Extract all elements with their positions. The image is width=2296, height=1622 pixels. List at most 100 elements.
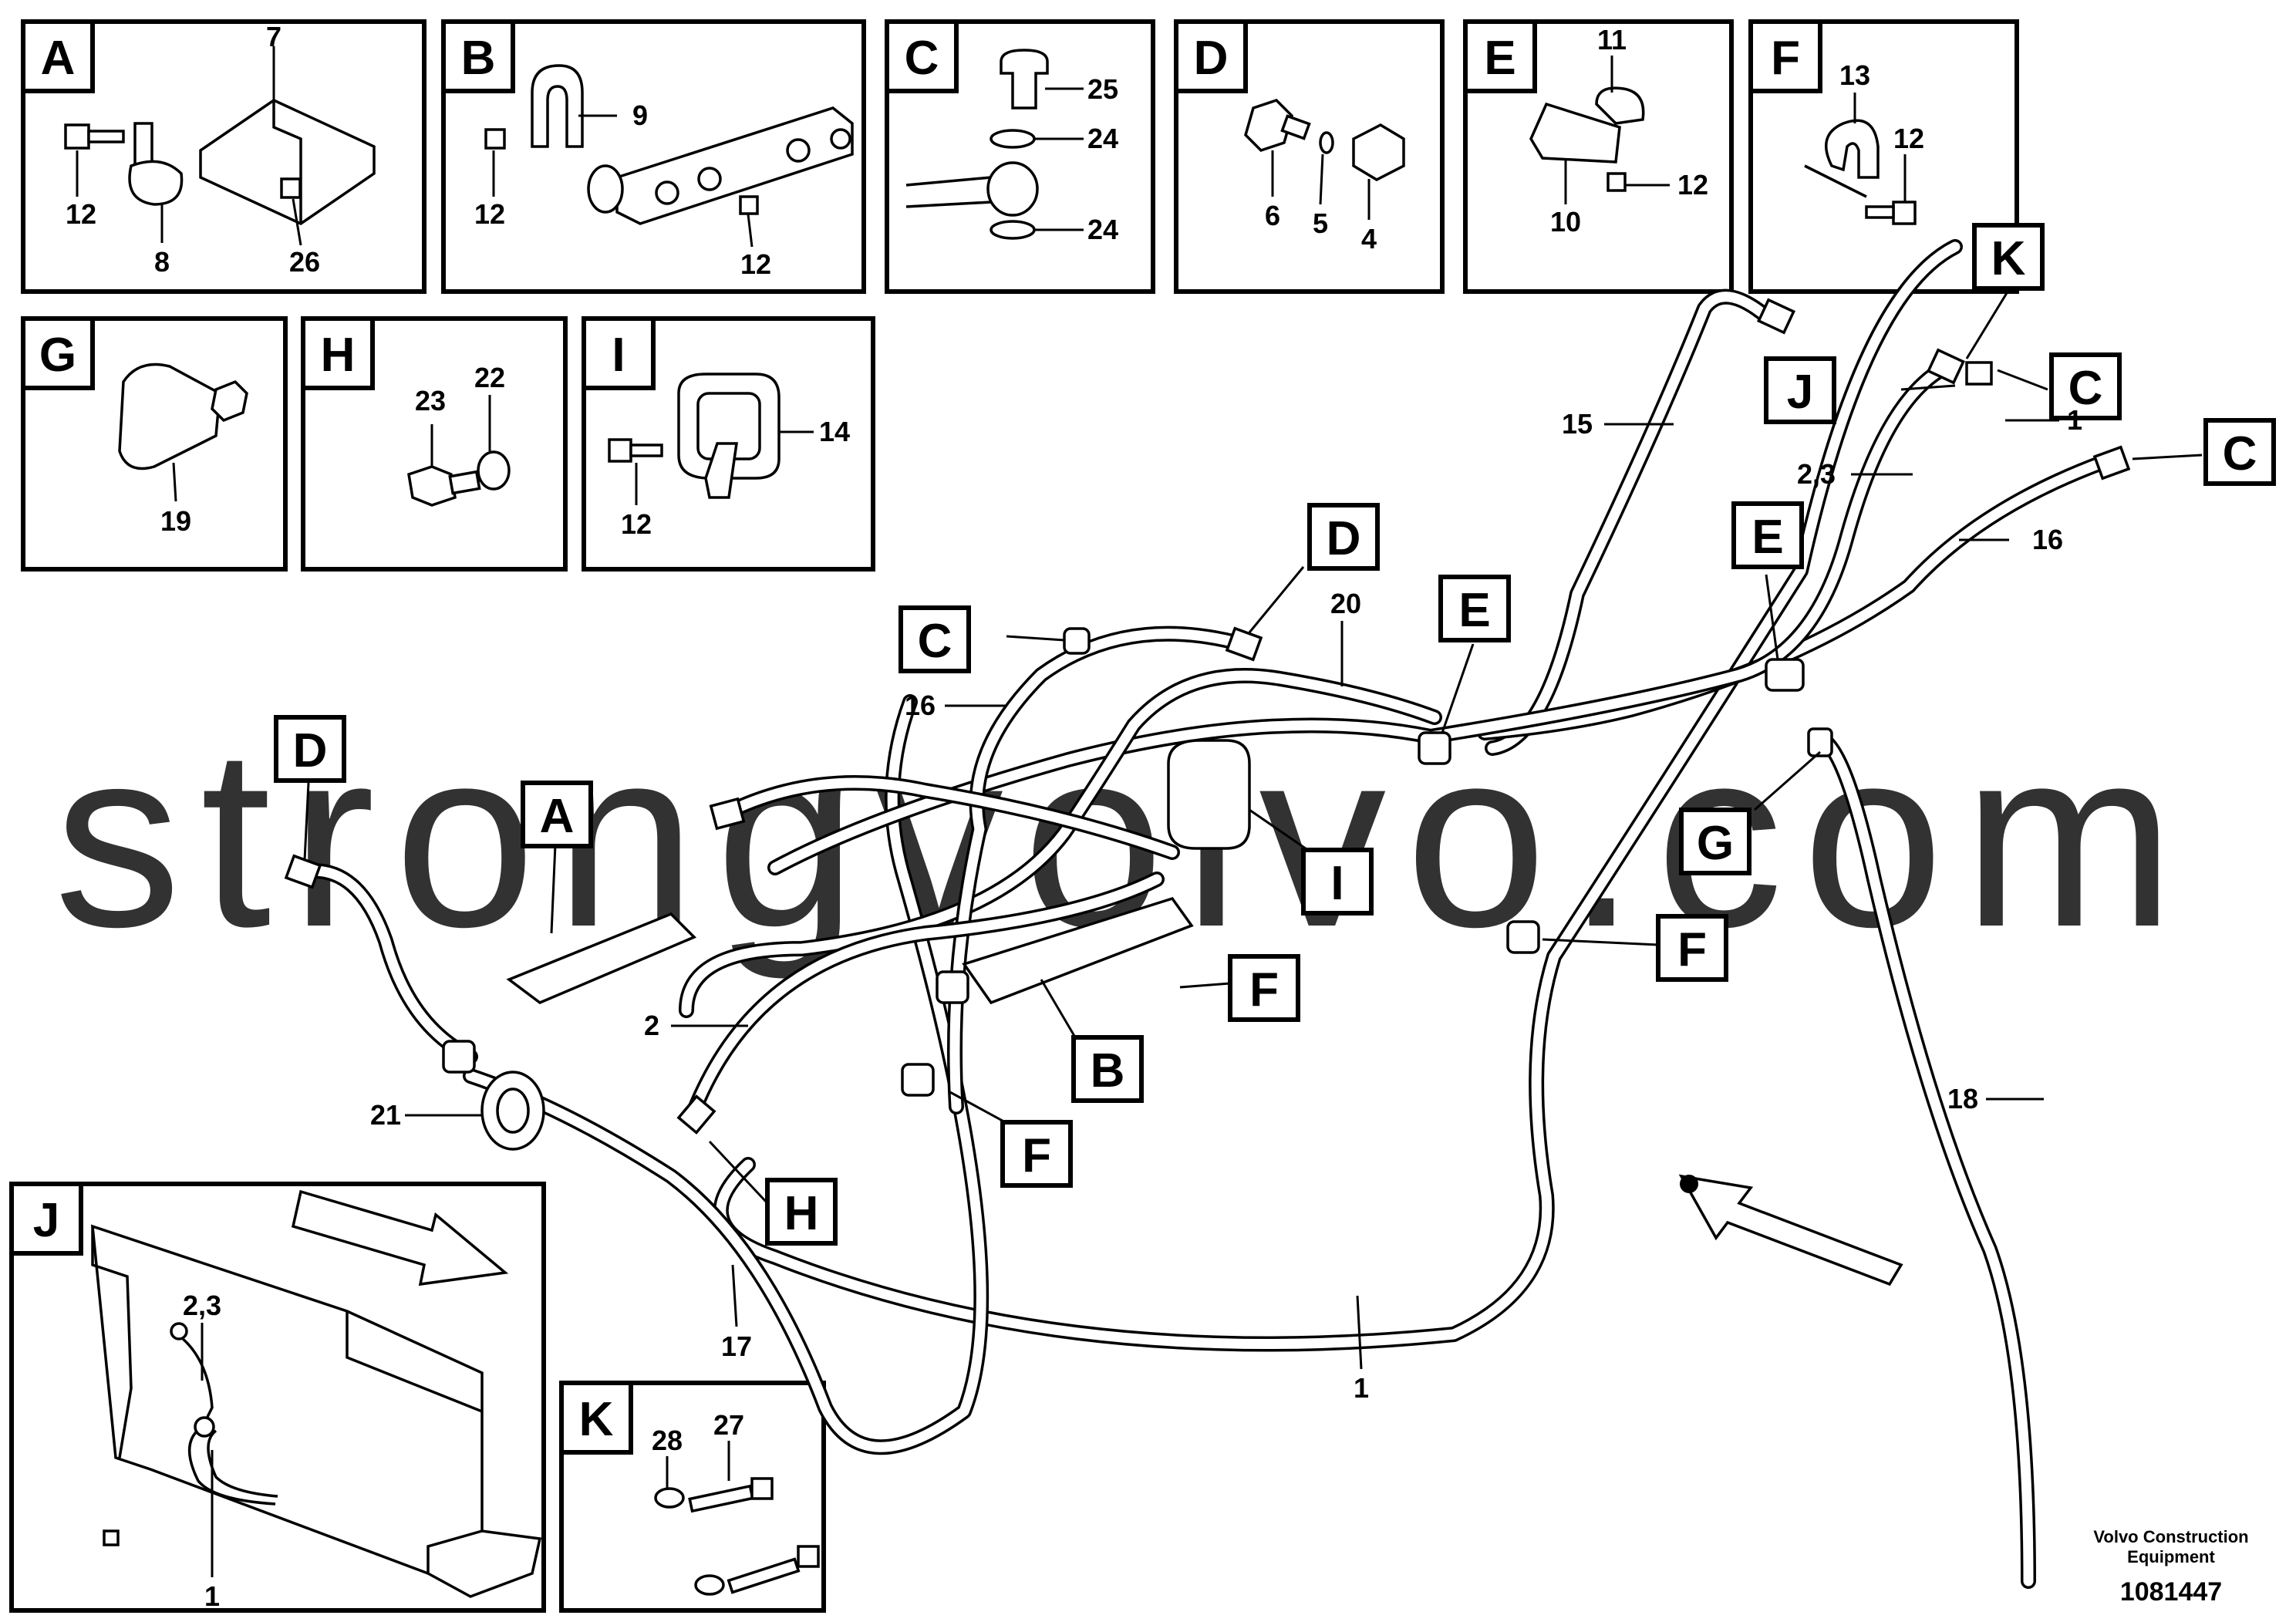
clamp-e-left xyxy=(1418,731,1451,765)
clamp-f-center xyxy=(936,970,969,1004)
panel-a-part-label: 26 xyxy=(289,246,320,278)
panel-j-part-label: 1 xyxy=(204,1580,220,1612)
detail-panel-i: I 14 12 xyxy=(582,316,875,572)
company-name-line1: Volvo Construction xyxy=(2093,1527,2248,1546)
clamp-on-plate xyxy=(587,164,624,214)
svg-text:F: F xyxy=(1677,923,1707,976)
o-ring-5 xyxy=(1319,131,1334,154)
panel-g-part-label: 19 xyxy=(160,505,191,537)
panel-a-part-label: 7 xyxy=(266,21,282,52)
callout-letters: K J C C D C E E D A I G F F B F H xyxy=(274,223,2276,1246)
clamp-a-bracket xyxy=(506,912,697,1005)
washer-24-top xyxy=(990,129,1036,149)
panel-h-part-label: 22 xyxy=(474,362,505,393)
grommet-9 xyxy=(531,64,584,148)
svg-text:F: F xyxy=(1249,963,1279,1017)
panel-e-part-label: 12 xyxy=(1677,169,1708,201)
callout-c-k: C xyxy=(2049,352,2122,420)
panel-i-part-label: 14 xyxy=(819,416,850,447)
svg-text:D: D xyxy=(1327,512,1361,565)
detail-panel-b: B 9 12 12 xyxy=(441,19,866,294)
panel-b-part-label: 12 xyxy=(474,198,505,230)
callout-c-left: C xyxy=(899,605,971,673)
panel-f-part-label: 12 xyxy=(1893,123,1924,154)
bolt-12 xyxy=(1892,201,1917,225)
label-17: 17 xyxy=(721,1330,752,1362)
callout-h: H xyxy=(765,1178,838,1246)
bolt-12-head xyxy=(64,123,90,150)
detail-panel-e: E 11 12 10 xyxy=(1463,19,1734,294)
label-2-3: 2,3 xyxy=(1797,458,1836,490)
fitting-c-left xyxy=(1063,627,1091,655)
panel-k-part-label: 28 xyxy=(652,1425,683,1456)
fitting-h xyxy=(676,1094,716,1135)
panel-k-letter: K xyxy=(579,1393,614,1446)
clamp-e-right xyxy=(1765,658,1805,692)
direction-arrow xyxy=(1678,1174,1903,1286)
o-ring-22 xyxy=(477,450,511,491)
clip-11 xyxy=(1595,86,1645,125)
protector-g xyxy=(1807,727,1833,757)
panel-d-part-label: 6 xyxy=(1265,200,1280,231)
frame-foot xyxy=(426,1529,542,1598)
screw-12 xyxy=(1607,172,1627,192)
washer-28 xyxy=(654,1487,685,1509)
fitting-c-right xyxy=(2092,445,2131,481)
label-1-top: 1 xyxy=(2067,404,2082,436)
panel-e-part-label: 10 xyxy=(1550,206,1581,238)
panel-g-letter: G xyxy=(39,329,76,382)
plug-23 xyxy=(407,465,457,507)
detail-panel-j: J 2,3 1 xyxy=(9,1182,546,1613)
nipple-6 xyxy=(1244,98,1293,153)
svg-text:C: C xyxy=(918,615,952,668)
fitting-c-k xyxy=(1965,361,1993,386)
fitting-k xyxy=(1927,348,1965,385)
panel-b-part-label: 9 xyxy=(632,99,648,131)
clip-bracket xyxy=(704,442,739,499)
nut-4 xyxy=(1352,123,1405,182)
svg-text:J: J xyxy=(1787,366,1813,419)
svg-text:A: A xyxy=(540,790,575,843)
callout-leaders xyxy=(303,288,2203,1370)
svg-text:H: H xyxy=(784,1187,819,1240)
callout-b: B xyxy=(1071,1035,1144,1103)
banjo-bolt-25 xyxy=(1000,49,1049,110)
detail-panel-k: K 28 27 xyxy=(559,1381,826,1613)
panel-j-letter: J xyxy=(33,1194,59,1247)
callout-i: I xyxy=(1301,848,1374,916)
panel-f-part-label: 13 xyxy=(1839,59,1870,91)
callout-d-left: D xyxy=(274,715,346,783)
callout-numbers: 15 1 2,3 16 20 16 2 21 17 1 18 xyxy=(370,404,2082,1404)
clamp-f-right xyxy=(1506,920,1540,954)
panel-a-letter: A xyxy=(41,32,76,85)
detail-panel-h: H 23 22 xyxy=(301,316,568,572)
clamp-left xyxy=(442,1040,476,1074)
panel-e-part-label: 11 xyxy=(1597,24,1627,56)
callout-f-bottom: F xyxy=(1000,1120,1073,1188)
panel-b-letter: B xyxy=(461,32,496,85)
callout-g: G xyxy=(1679,808,1752,875)
callout-k: K xyxy=(1972,223,2045,291)
clip-10 xyxy=(1529,102,1621,164)
panel-d-letter: D xyxy=(1194,32,1229,85)
detail-panel-d: D 6 5 4 xyxy=(1174,19,1445,294)
panel-f-letter: F xyxy=(1771,32,1800,85)
callout-j: J xyxy=(1764,356,1836,424)
fitting-top-left xyxy=(709,797,746,831)
svg-text:C: C xyxy=(2223,427,2257,481)
label-18: 18 xyxy=(1947,1083,1978,1114)
fitting-d-center xyxy=(1225,626,1263,662)
callout-f-right: F xyxy=(1656,914,1728,982)
callout-e-left: E xyxy=(1438,575,1511,642)
forward-arrow xyxy=(291,1189,509,1286)
panel-a-letter-box xyxy=(21,19,95,93)
callout-d-center: D xyxy=(1307,503,1380,571)
panel-d-part-label: 4 xyxy=(1361,223,1377,255)
panel-i-letter: I xyxy=(612,329,625,382)
fitting-on-19 xyxy=(211,379,248,423)
label-21: 21 xyxy=(370,1099,401,1131)
panel-c-letter: C xyxy=(905,32,939,85)
panel-k-part-label: 27 xyxy=(713,1409,744,1441)
panel-j-part-label: 2,3 xyxy=(183,1290,221,1321)
